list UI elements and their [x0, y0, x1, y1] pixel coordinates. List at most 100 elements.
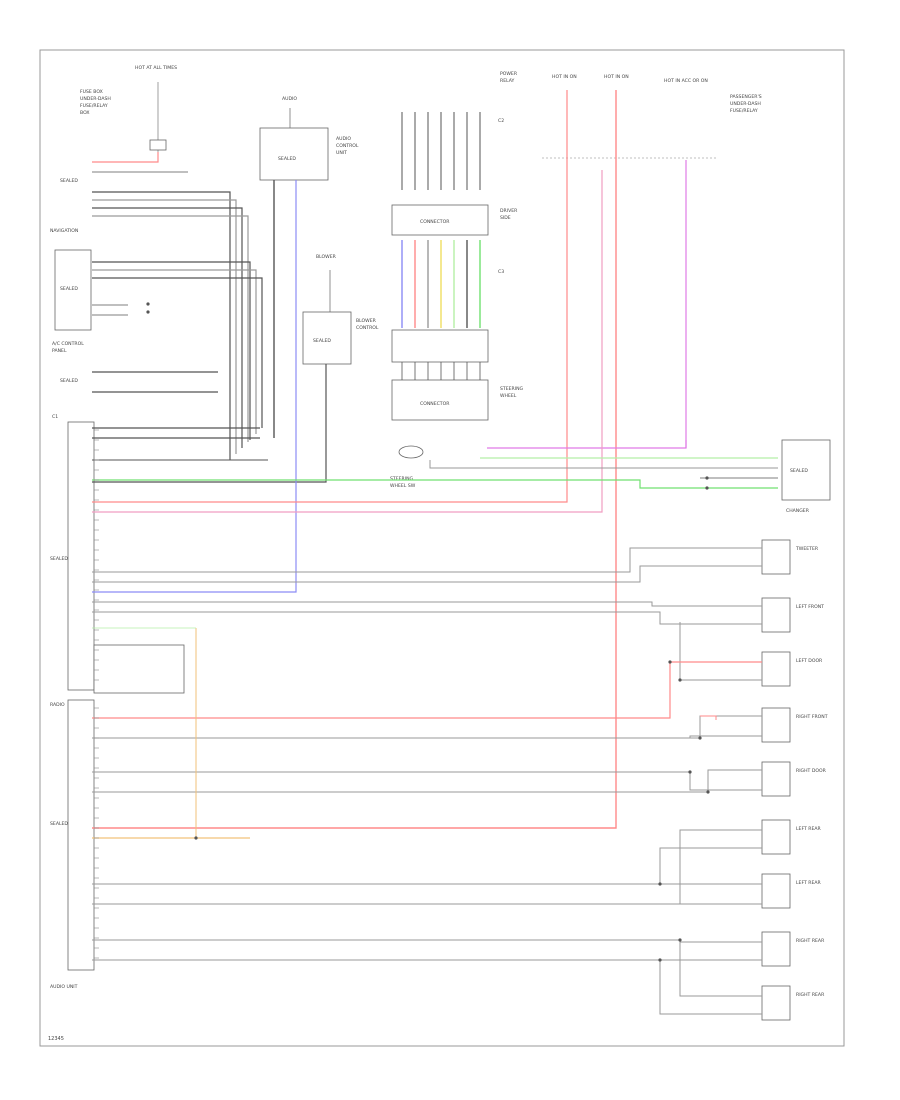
splice-dot-11 — [668, 660, 672, 664]
svg-text:FUSE/RELAY: FUSE/RELAY — [80, 103, 108, 109]
svg-text:RADIO: RADIO — [50, 702, 65, 708]
blower-module: BLOWER SEALED BLOWER CONTROL — [302, 254, 379, 365]
module-label-8: SEALED — [50, 821, 68, 827]
wire-bundle-1 — [92, 199, 237, 454]
splice-dot-10 — [678, 678, 682, 682]
wire-rf-1 — [92, 715, 762, 739]
audio-unit-block: SEALED AUDIO AUDIO CONTROL UNIT — [259, 96, 359, 181]
wire-bundle2-2 — [92, 277, 263, 428]
wire-tw-1 — [92, 547, 762, 573]
splice-dot-9 — [194, 836, 198, 840]
wire-lr-2 — [92, 829, 762, 905]
svg-text:RELAY: RELAY — [500, 78, 515, 84]
svg-text:WHEEL SW: WHEEL SW — [390, 483, 416, 489]
connector-label-mid: C2 — [498, 118, 504, 124]
splice-dot-6 — [658, 882, 662, 886]
module-label-7: SEALED — [50, 556, 68, 562]
fuse-label-acc: HOT IN ACC OR ON — [664, 78, 708, 84]
splice-dot-1 — [146, 302, 150, 306]
wire-rr-1 — [92, 939, 762, 943]
wire-fuse-red — [92, 152, 159, 163]
speaker-label-tweeter: TWEETER — [795, 546, 819, 552]
center-connector-stack: CONNECTOR CONNECTOR C2 C3 DRIVER SIDE ST… — [390, 118, 524, 489]
wire-rf-red — [700, 715, 717, 720]
svg-text:CHANGER: CHANGER — [786, 508, 810, 514]
wire-bundle2-1 — [92, 269, 257, 434]
svg-text:AUDIO UNIT: AUDIO UNIT — [50, 984, 78, 990]
left-modules: SEALED NAVIGATION SEALED A/C CONTROL PAN… — [50, 178, 92, 420]
wire-ld-1 — [679, 622, 762, 681]
wire-rf-2 — [689, 735, 762, 738]
wire-bundle2-0 — [92, 261, 251, 440]
wire-layer — [92, 90, 778, 1015]
svg-text:AUDIO: AUDIO — [336, 136, 351, 142]
fuse-label-hot-all: HOT AT ALL TIMES — [135, 65, 177, 71]
splice-dot-7 — [678, 938, 682, 942]
footer-code: 12345 — [48, 1036, 64, 1042]
splice-dot-12 — [698, 736, 702, 740]
svg-text:CONTROL: CONTROL — [336, 143, 359, 149]
svg-text:CONNECTOR: CONNECTOR — [420, 401, 450, 407]
svg-text:POWER: POWER — [500, 71, 518, 77]
speaker-label-rf: RIGHT FRONT — [796, 714, 828, 720]
svg-text:FUSE/RELAY: FUSE/RELAY — [730, 108, 758, 114]
svg-text:NAVIGATION: NAVIGATION — [50, 228, 78, 234]
wire-rr-2 — [92, 959, 762, 1015]
speaker-label-rd: RIGHT DOOR — [796, 768, 827, 774]
wire-rd-1 — [92, 771, 762, 791]
connector-label-top: C1 — [52, 414, 58, 420]
wire-bundle-2 — [92, 207, 243, 448]
module-label-4: SEALED — [60, 378, 78, 384]
top-right-fuses: POWER RELAY HOT IN ON HOT IN ON HOT IN A… — [500, 71, 762, 159]
svg-text:BLOWER: BLOWER — [316, 254, 337, 260]
wire-lf-2 — [92, 611, 762, 625]
speakers: TWEETER LEFT FRONT LEFT DOOR RIGHT FRONT… — [761, 539, 828, 1021]
speaker-label-lr: LEFT REAR — [796, 826, 822, 832]
module-label-5: SEALED — [313, 338, 331, 344]
svg-text:STEERING: STEERING — [500, 386, 524, 392]
module-label-3: SEALED — [60, 286, 78, 292]
wire-blue — [92, 180, 297, 593]
svg-text:CONTROL: CONTROL — [356, 325, 379, 331]
splice-dot-4 — [688, 770, 692, 774]
diagram-frame — [39, 49, 845, 1047]
module-label-2: SEALED — [60, 178, 78, 184]
wire-rr2-1 — [679, 940, 762, 997]
module-label-6: SEALED — [790, 468, 808, 474]
wire-bundle-3 — [92, 215, 249, 442]
wire-red-fuse2 — [92, 90, 617, 829]
splice-dot-2 — [705, 476, 709, 480]
svg-text:BLOWER: BLOWER — [356, 318, 377, 324]
wire-blower — [92, 364, 327, 483]
wire-red-lf — [92, 662, 671, 719]
main-audio-unit: SEALED SEALED RADIO AUDIO UNIT — [50, 421, 185, 990]
svg-text:A/C CONTROL: A/C CONTROL — [52, 341, 84, 347]
svg-text:BOX: BOX — [80, 110, 90, 116]
svg-text:CONNECTOR: CONNECTOR — [420, 219, 450, 225]
splice-dot-5 — [706, 790, 710, 794]
fuse-label-on-2: HOT IN ON — [604, 74, 629, 80]
svg-text:UNDER-DASH: UNDER-DASH — [80, 96, 111, 102]
svg-text:STEERING: STEERING — [390, 476, 414, 482]
fuse-label-on-1: HOT IN ON — [552, 74, 577, 80]
speaker-label-lr2: LEFT REAR — [796, 880, 822, 886]
connector-label-bottom: C3 — [498, 269, 504, 275]
splice-dot-0 — [146, 310, 150, 314]
wire-green-chg — [92, 479, 778, 489]
svg-text:FUSE BOX: FUSE BOX — [80, 89, 103, 95]
svg-text:SIDE: SIDE — [500, 215, 511, 221]
wire-tw-2 — [92, 565, 762, 583]
splice-dot-3 — [705, 486, 709, 490]
wire-lf-1 — [92, 601, 762, 607]
wire-magenta — [487, 160, 687, 449]
svg-text:DRIVER: DRIVER — [500, 208, 518, 214]
svg-text:PANEL: PANEL — [52, 348, 67, 354]
svg-text:WHEEL: WHEEL — [500, 393, 517, 399]
splice-dot-8 — [658, 958, 662, 962]
module-label-1: SEALED — [278, 156, 296, 162]
svg-text:PASSENGER'S: PASSENGER'S — [730, 94, 762, 100]
speaker-label-ld: LEFT DOOR — [796, 658, 823, 664]
svg-text:AUDIO: AUDIO — [282, 96, 297, 102]
wire-rd-2 — [92, 769, 762, 793]
